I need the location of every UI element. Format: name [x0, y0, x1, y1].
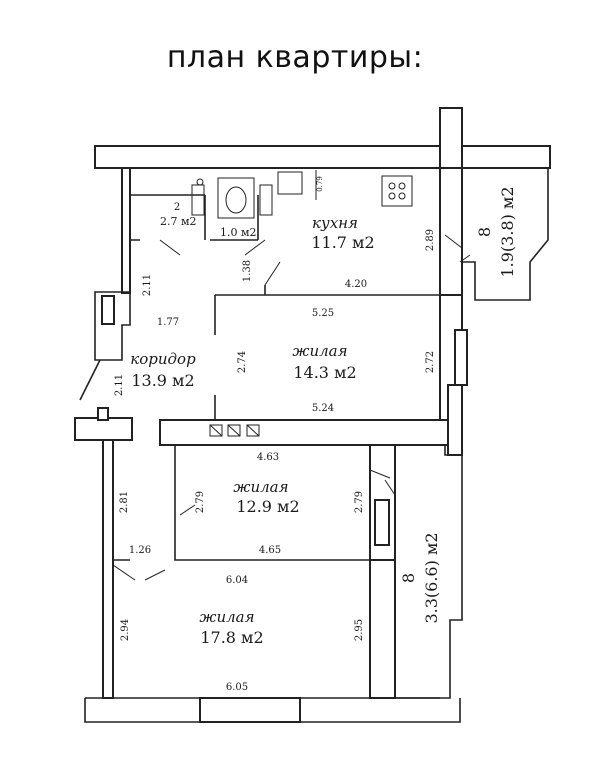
dim-label: 4.63: [257, 452, 279, 463]
dim-label: 2.81: [119, 491, 130, 513]
dim-label: 1.38: [242, 260, 253, 282]
balcony-side-area: 3.3(6.6) м2: [422, 532, 441, 623]
dim-label: 5.25: [312, 308, 334, 319]
balcony-top-number: 8: [475, 227, 494, 237]
kitchen-area: 11.7 м2: [311, 233, 374, 252]
living2-area: 12.9 м2: [236, 497, 299, 516]
dim-label: 2.11: [142, 274, 153, 296]
balcony-side-number: 8: [399, 573, 418, 583]
dim-label: 2.79: [354, 491, 365, 513]
living2-name: жилая: [233, 478, 288, 496]
dim-label: 4.65: [259, 545, 281, 556]
dim-label: 2.95: [354, 619, 365, 641]
dim-label: 6.05: [226, 682, 248, 693]
dim-label: 2.11: [114, 374, 125, 396]
dim-label: 6.04: [226, 575, 248, 586]
living1-name: жилая: [292, 342, 347, 360]
dim-label: 0.79: [316, 176, 324, 192]
dim-label: 4.20: [345, 279, 367, 290]
dim-label: 5.24: [312, 403, 334, 414]
corridor-area: 13.9 м2: [131, 371, 194, 390]
balcony-top-area: 1.9(3.8) м2: [498, 186, 517, 277]
page-title: план квартиры:: [166, 40, 424, 75]
bath-area: 1.0 м2: [220, 226, 257, 239]
living3-area: 17.8 м2: [200, 628, 263, 647]
dim-label: 2.74: [237, 351, 248, 373]
fixtures: [112, 170, 471, 581]
dim-label: 2.89: [425, 229, 436, 251]
dim-label: 2.79: [195, 491, 206, 513]
dimensions: 0.79 2.89 2.11 1.38 4.20 1.77 5.25 2.74 …: [114, 176, 436, 693]
wc-number: 2: [174, 202, 180, 213]
dim-label: 1.26: [129, 545, 151, 556]
dim-label: 1.77: [157, 317, 179, 328]
wc-area: 2.7 м2: [160, 215, 197, 228]
corridor-name: коридор: [130, 350, 196, 368]
living1-area: 14.3 м2: [293, 363, 356, 382]
dim-label: 2.72: [425, 351, 436, 373]
kitchen-name: кухня: [312, 214, 358, 232]
walls: [74, 107, 551, 723]
dim-label: 2.94: [120, 619, 131, 641]
living3-name: жилая: [199, 608, 254, 626]
